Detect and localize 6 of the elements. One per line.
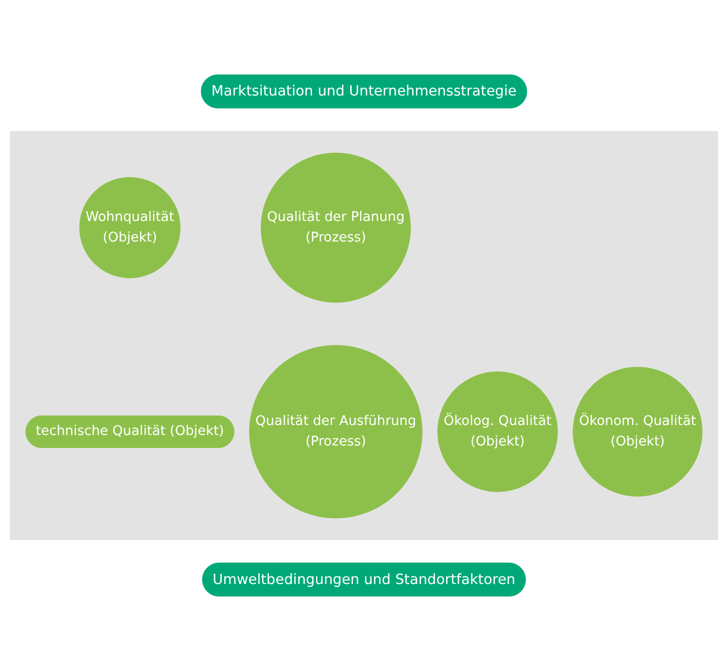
node-circle: Qualität der Ausführung (Prozess) — [249, 345, 422, 518]
node-circle: Ökolog. Qualität (Objekt) — [437, 372, 558, 492]
node-circle: Ökonom. Qualität (Objekt) — [572, 366, 702, 497]
node-circle: Qualität der Planung (Prozess) — [260, 152, 411, 303]
node-circle: Wohnqualität (Objekt) — [79, 177, 180, 278]
cluster — [10, 131, 718, 540]
